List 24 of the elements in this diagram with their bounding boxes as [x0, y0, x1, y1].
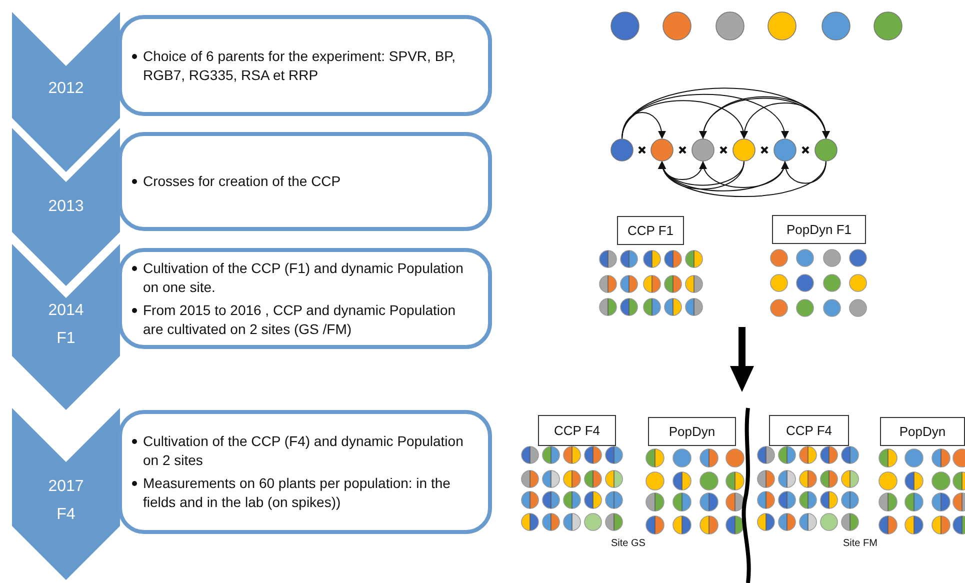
- population-label: PopDyn: [880, 417, 965, 446]
- year-label: 2017: [47, 478, 85, 496]
- year-label: 2014: [47, 302, 85, 320]
- site-label: Site FM: [843, 538, 878, 549]
- population-label: CCP F1: [617, 216, 684, 245]
- bullet-text: Cultivation of the CCP (F4) and dynamic Population on 2 sites: [143, 432, 464, 470]
- population-label: PopDyn: [648, 417, 736, 446]
- step-box: [118, 132, 492, 231]
- population-label: CCP F4: [769, 415, 849, 446]
- step-box: [118, 410, 492, 534]
- year-label: F4: [56, 506, 76, 524]
- bullet-text: Cultivation of the CCP (F1) and dynamic Population on one site.: [143, 258, 464, 296]
- bullet-text: Crosses for creation of the CCP: [143, 172, 342, 191]
- bullet-text: Choice of 6 parents for the experiment: SPVR, BP, RGB7, RG335, RSA et RRP: [143, 46, 457, 84]
- bullet-text: From 2015 to 2016 , CCP and dynamic Population are cultivated on 2 sites (GS /FM): [143, 300, 457, 338]
- site-label: Site GS: [611, 538, 646, 549]
- step-box: [118, 15, 492, 116]
- step-box: [118, 248, 492, 349]
- population-label: PopDyn F1: [772, 215, 866, 244]
- population-label: CCP F4: [538, 415, 616, 446]
- year-label: 2013: [47, 198, 85, 216]
- year-label: F1: [56, 330, 76, 348]
- year-label: 2012: [47, 80, 85, 98]
- bullet-text: Measurements on 60 plants per population: in the fields and in the lab (on spikes)): [143, 474, 452, 512]
